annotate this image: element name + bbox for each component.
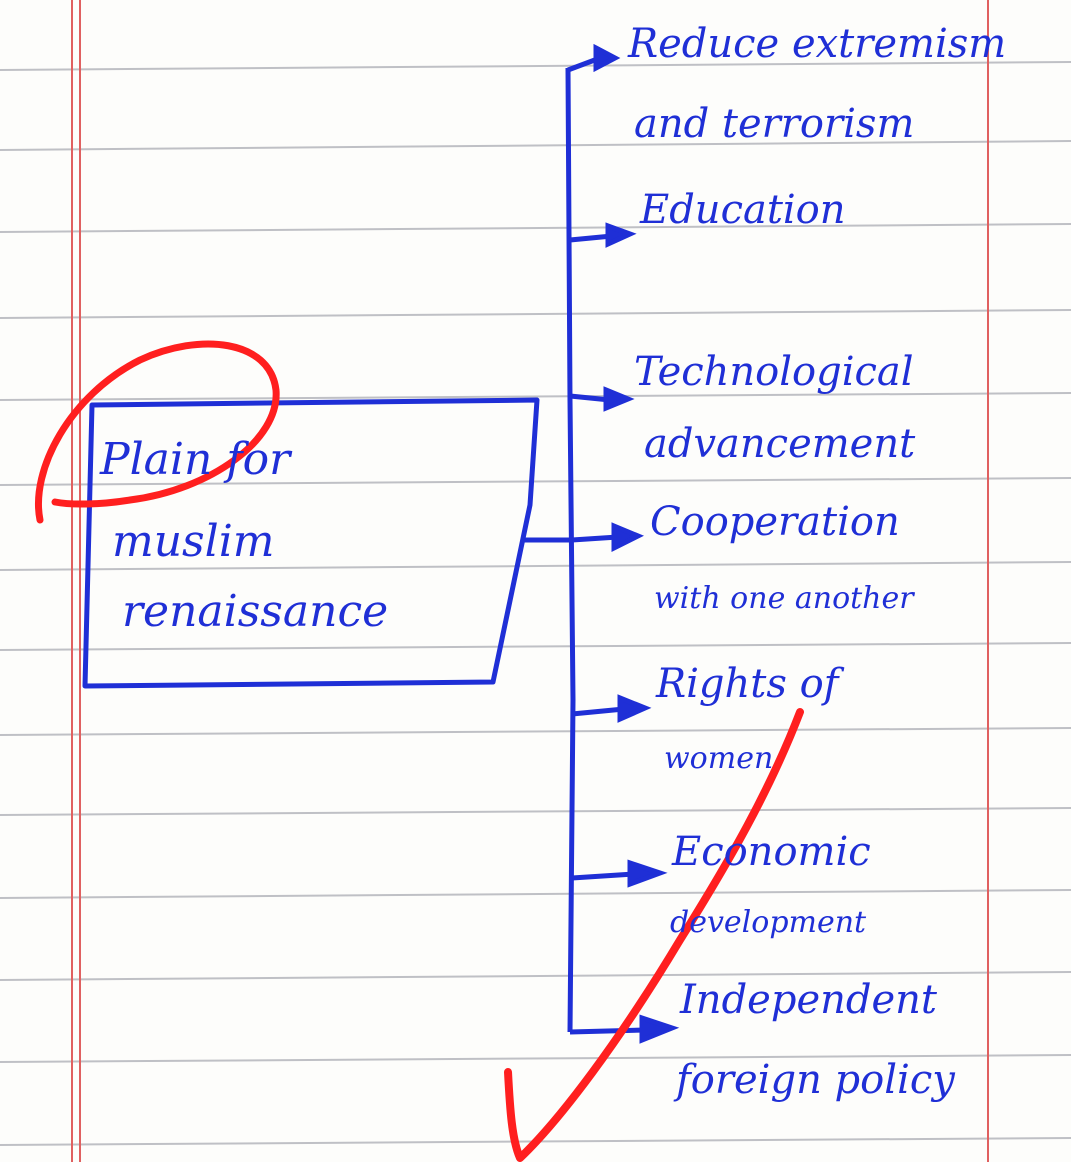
margin-lines <box>71 0 989 1162</box>
arrowhead-2 <box>605 222 637 248</box>
red-check-mark <box>504 708 804 1162</box>
arrowhead-3 <box>603 386 635 412</box>
arrowhead-5 <box>617 694 652 723</box>
arrowhead-1 <box>593 43 621 73</box>
branch-1-line2: and terrorism <box>634 101 915 147</box>
branch-6-line1: Economic <box>672 829 871 875</box>
trunk-line <box>565 67 576 1033</box>
center-label-line1: Plain for <box>100 434 291 485</box>
branch-7-line2: foreign policy <box>676 1057 955 1103</box>
branch-4-line2: with one another <box>654 581 914 616</box>
branch-5-line2: women <box>664 741 774 776</box>
branch-arrows <box>567 43 680 1044</box>
branch-6-line2: development <box>670 905 867 940</box>
branch-7-line1: Independent <box>680 977 937 1023</box>
center-box <box>82 397 540 689</box>
branch-1-line1: Reduce extremism <box>628 21 1007 67</box>
center-label-line2: muslim <box>112 516 275 567</box>
branch-5-line1: Rights of <box>656 661 839 707</box>
arrowhead-6 <box>627 859 668 888</box>
branch-2-line1: Education <box>640 187 846 233</box>
red-circle-mark <box>35 340 280 524</box>
branch-3-line1: Technological <box>634 349 914 395</box>
branch-3-line2: advancement <box>644 421 916 467</box>
center-label-line3: renaissance <box>122 586 389 637</box>
arrowhead-7 <box>639 1014 680 1044</box>
arrowhead-4 <box>611 522 645 553</box>
branch-4-line1: Cooperation <box>650 499 900 545</box>
